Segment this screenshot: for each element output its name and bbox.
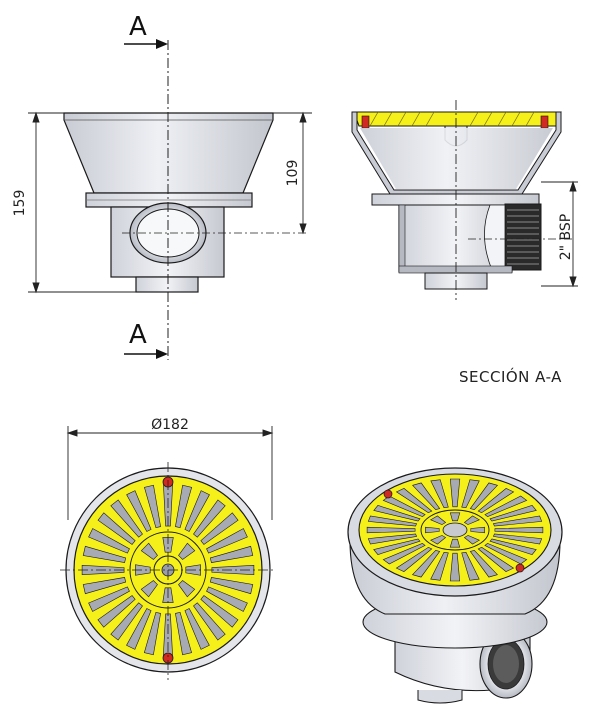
grate-slot	[449, 552, 461, 582]
cut-label-top: A	[129, 12, 147, 42]
top-view: Ø182	[60, 417, 276, 680]
grate-inner-slot	[425, 526, 440, 534]
grate-inner-slot	[449, 538, 461, 548]
section-cone	[351, 111, 562, 195]
grate-slot	[373, 538, 421, 555]
cut-arrow-bottom: A	[124, 320, 168, 359]
iso-view	[347, 467, 563, 704]
grate-slot	[97, 595, 136, 628]
cut-arrow-top: A	[124, 12, 168, 49]
iso-grate-slots	[366, 478, 544, 582]
grate-slot	[373, 505, 421, 522]
grate-slot	[489, 538, 537, 555]
dim-height-total-label: 159	[12, 190, 28, 217]
grate-slot	[477, 488, 515, 514]
grate-slot	[184, 490, 210, 532]
grate-slot	[382, 543, 426, 565]
grate-slot	[97, 512, 136, 545]
grate-slot	[492, 515, 543, 527]
grate-inner-slot	[430, 515, 447, 525]
grate-slot	[477, 546, 515, 572]
grate-slot	[126, 608, 152, 650]
grate-slot	[430, 551, 449, 581]
grate-slot	[184, 608, 210, 650]
grate-slot	[367, 515, 418, 527]
grate-slot	[88, 528, 130, 554]
grate-inner-slot	[449, 512, 461, 522]
grate-slot	[461, 551, 480, 581]
grate-slot	[175, 611, 192, 656]
grate-inner-slot	[178, 542, 196, 560]
grate-inner-slot	[135, 564, 151, 576]
grate-slot	[449, 478, 461, 508]
grate-slot	[494, 526, 544, 534]
iso-grate-hub	[442, 522, 468, 538]
grate-slot	[430, 479, 449, 509]
grate-inner-slot	[140, 580, 158, 598]
grate-slot	[395, 488, 433, 514]
grate-slot	[110, 602, 143, 641]
dim-thread	[541, 180, 578, 288]
grate-inner-slot	[162, 537, 174, 553]
grate-slot	[489, 505, 537, 522]
grate-slot	[144, 484, 161, 529]
grate-inner-slot	[178, 580, 196, 598]
dim-height-upper-label: 109	[285, 160, 301, 187]
section-title: SECCIÓN A-A	[459, 367, 562, 386]
section-view: 2" BSP SECCIÓN A-A	[351, 100, 578, 386]
grate-slot	[395, 546, 433, 572]
grate-slot	[175, 484, 193, 529]
grate-slot	[193, 499, 226, 538]
dim-thread-label: 2" BSP	[558, 214, 574, 260]
grate-slot	[200, 512, 239, 545]
dim-diameter-label: Ø182	[151, 417, 189, 433]
grate-inner-slot	[463, 535, 480, 545]
grate-slot	[366, 526, 416, 534]
grate-slot	[211, 564, 255, 576]
grate-inner-slot	[463, 515, 480, 525]
grate-slot	[206, 586, 248, 612]
front-view: 159 109 A A	[12, 12, 312, 360]
iso-screw-bottom	[515, 563, 525, 573]
iso-screw-top	[383, 489, 393, 499]
front-spigot	[135, 276, 199, 293]
section-screw-left	[361, 115, 370, 129]
section-screw-right	[540, 115, 549, 129]
grate-slot	[209, 577, 254, 595]
grate-slot	[143, 611, 161, 656]
grate-slot	[88, 586, 130, 612]
grate-slot	[209, 545, 254, 563]
grate-inner-slot	[430, 535, 447, 545]
grate-slot	[469, 482, 499, 511]
dim-diameter	[66, 426, 274, 520]
top-grate-slots	[81, 483, 255, 657]
grate-inner-slot	[140, 542, 158, 560]
dim-height-upper	[273, 111, 312, 235]
section-thread	[504, 203, 542, 271]
dim-height-total	[28, 111, 136, 294]
cut-label-bottom: A	[129, 320, 147, 350]
grate-slot	[367, 533, 418, 545]
grate-slot	[492, 533, 543, 545]
grate-slot	[193, 602, 226, 641]
grate-slot	[200, 595, 239, 628]
grate-slot	[82, 577, 127, 595]
grate-slot	[484, 495, 528, 517]
grate-slot	[126, 490, 152, 532]
grate-slot	[412, 482, 441, 511]
grate-inner-slot	[470, 526, 485, 534]
grate-slot	[411, 549, 441, 578]
grate-slot	[82, 545, 127, 563]
grate-slot	[110, 499, 143, 538]
grate-slot	[461, 479, 480, 509]
grate-slot	[206, 528, 248, 554]
grate-slot	[469, 549, 498, 578]
